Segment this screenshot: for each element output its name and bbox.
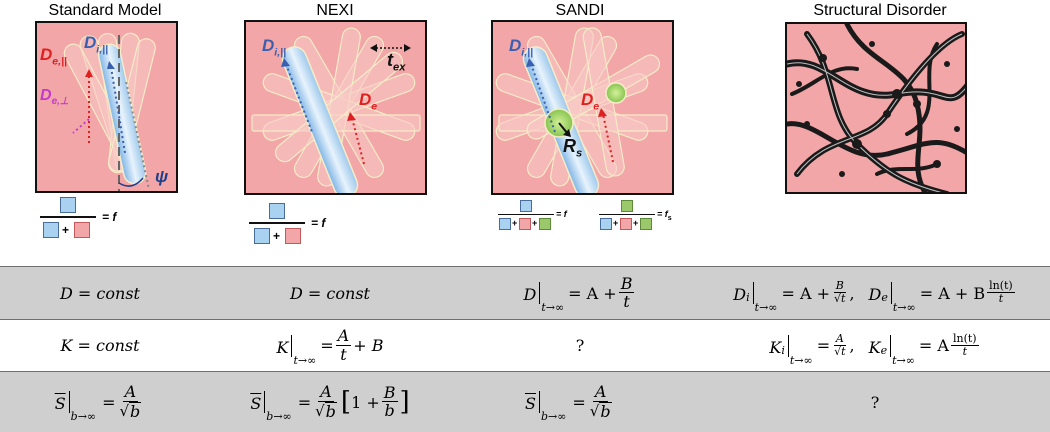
plus-sign: + — [512, 218, 518, 228]
structural-disorder-illustration — [787, 24, 965, 192]
fraction-bar — [599, 214, 655, 215]
divider — [0, 319, 1050, 320]
panel-title-sandi: SANDI — [555, 2, 605, 19]
label-di-parallel-nexi: Di,|| — [262, 36, 287, 59]
denominator-extra-square — [285, 228, 301, 244]
cell-sandi-k: ? — [575, 336, 585, 355]
numerator-intra-square — [520, 200, 532, 212]
denominator-intra-square — [254, 228, 270, 244]
cell-sm-k: K = const — [60, 336, 140, 355]
plus-sign: + — [273, 229, 281, 243]
plus-sign: + — [613, 218, 619, 228]
panel-sandi: Di,|| De Rs — [491, 20, 674, 195]
numerator-soma-square — [621, 200, 633, 212]
soma-sphere-small — [605, 82, 627, 104]
denominator-soma-square — [640, 218, 652, 230]
label-de-nexi: De — [359, 90, 378, 113]
denominator-extra-square — [519, 218, 531, 230]
sandi-illustration — [495, 27, 668, 193]
label-de-sandi: De — [581, 90, 600, 113]
label-rs: Rs — [563, 136, 583, 160]
cell-sm-d: D = const — [60, 283, 140, 303]
numerator-intra-square — [269, 203, 285, 219]
panel-nexi: Di,|| tex De — [244, 20, 427, 195]
cell-nexi-d: D = const — [290, 283, 370, 303]
label-de-parallel: De,|| — [40, 45, 67, 68]
equals-fs: = fs — [657, 209, 672, 222]
denominator-intra-square — [43, 222, 59, 238]
panel-standard-model: De,|| Di,|| De,⊥ ψ — [35, 21, 178, 193]
equals-f: = f — [311, 216, 326, 230]
equals-f: = f — [556, 209, 567, 219]
equals-f: = f — [102, 210, 117, 224]
fraction-nexi: + = f — [249, 202, 369, 252]
panel-title-nexi: NEXI — [316, 2, 354, 19]
label-tex: tex — [387, 50, 406, 74]
standard-model-illustration — [63, 32, 156, 191]
plus-sign: + — [62, 223, 70, 237]
panel-title-standard-model: Standard Model — [48, 2, 162, 19]
panel-structural-disorder — [785, 22, 967, 194]
denominator-extra-square — [74, 222, 90, 238]
fraction-sandi-f: + + = f — [498, 200, 588, 240]
cell-sd-s: ? — [870, 392, 880, 412]
fraction-sandi-fs: + + = fs — [599, 200, 699, 240]
fraction-bar — [498, 214, 554, 215]
denominator-soma-square — [539, 218, 551, 230]
label-de-perpendicular: De,⊥ — [40, 87, 69, 108]
divider — [0, 266, 1050, 267]
plus-sign: + — [633, 218, 639, 228]
label-psi: ψ — [155, 167, 169, 186]
denominator-intra-square — [499, 218, 511, 230]
numerator-intra-square — [60, 197, 76, 213]
fraction-standard-model: + = f — [40, 196, 150, 246]
fraction-bar — [40, 216, 96, 218]
fraction-bar — [249, 222, 305, 224]
label-di-parallel-sandi: Di,|| — [509, 36, 534, 59]
panel-title-structural-disorder: Structural Disorder — [813, 2, 947, 19]
label-di-parallel: Di,|| — [84, 33, 109, 56]
nexi-illustration — [251, 27, 421, 193]
plus-sign: + — [532, 218, 538, 228]
denominator-intra-square — [600, 218, 612, 230]
psi-arc — [118, 177, 144, 187]
de-perp-arrow — [72, 118, 90, 134]
denominator-extra-square — [620, 218, 632, 230]
divider — [0, 371, 1050, 372]
